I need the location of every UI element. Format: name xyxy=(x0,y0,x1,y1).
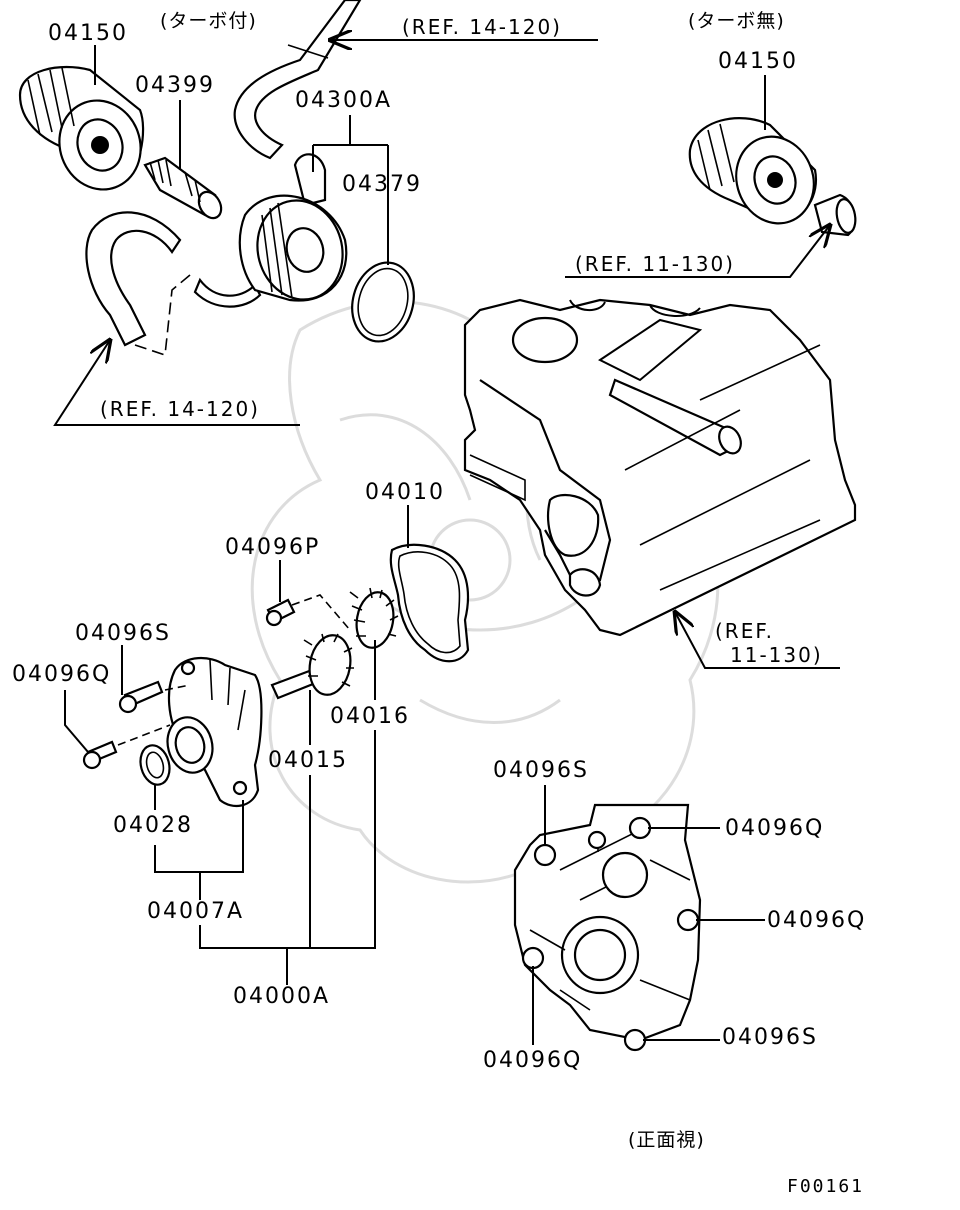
cooler-ring[interactable] xyxy=(344,256,423,349)
label-fv-04096q-top: 04096Q xyxy=(725,816,824,841)
label-04150-left: 04150 xyxy=(48,21,128,46)
label-04028: 04028 xyxy=(113,813,193,838)
label-fv-04096q-bottom: 04096Q xyxy=(483,1048,582,1073)
label-04010: 04010 xyxy=(365,480,445,505)
label-turbo-without: (ターボ無) xyxy=(688,10,785,32)
driven-gear[interactable] xyxy=(349,587,399,651)
label-ref-right: (REF. 11-130) xyxy=(575,252,735,276)
engine-block xyxy=(463,298,857,637)
label-04096q: 04096Q xyxy=(12,662,111,687)
label-fv-04096s-top: 04096S xyxy=(493,758,589,783)
label-04150-right: 04150 xyxy=(718,49,798,74)
filter-nipple-right xyxy=(813,193,857,237)
label-ref-left: (REF. 14-120) xyxy=(100,397,260,421)
label-04300a: 04300A xyxy=(295,88,392,113)
front-view-case xyxy=(513,803,702,1052)
bolt-s[interactable] xyxy=(118,680,164,714)
label-04096p: 04096P xyxy=(225,535,320,560)
leader-lines xyxy=(53,40,840,1045)
label-04016: 04016 xyxy=(330,704,410,729)
pump-gasket[interactable] xyxy=(389,543,470,663)
bolt-p[interactable] xyxy=(265,598,296,627)
label-04015: 04015 xyxy=(268,748,348,773)
label-04000a: 04000A xyxy=(233,984,330,1009)
oil-filter-left[interactable] xyxy=(18,66,153,201)
label-ref-top: (REF. 14-120) xyxy=(402,15,562,39)
figure-code: F00161 xyxy=(787,1176,864,1197)
label-ref-block-1: (REF. xyxy=(715,619,774,643)
hose-small xyxy=(293,153,327,207)
drive-gear[interactable] xyxy=(270,632,355,700)
label-04379: 04379 xyxy=(342,172,422,197)
label-turbo-with: (ターボ付) xyxy=(160,10,257,32)
oil-fitting[interactable] xyxy=(143,156,226,222)
label-fv-04096q-right: 04096Q xyxy=(767,908,866,933)
pump-case[interactable] xyxy=(162,657,263,808)
label-04399: 04399 xyxy=(135,73,215,98)
oil-seal[interactable] xyxy=(136,742,173,788)
label-front-view: (正面視) xyxy=(628,1129,705,1151)
oil-cooler[interactable] xyxy=(238,191,354,309)
hose-left xyxy=(85,211,262,356)
labels: (ターボ付) 04150 04399 04300A 04379 (REF. 14… xyxy=(12,10,866,1197)
label-ref-block-2: 11-130) xyxy=(730,643,823,667)
bolt-q[interactable] xyxy=(82,740,118,770)
label-04096s: 04096S xyxy=(75,621,171,646)
label-fv-04096s-bottom: 04096S xyxy=(722,1025,818,1050)
label-04007a: 04007A xyxy=(147,899,244,924)
oil-filter-right[interactable] xyxy=(688,117,826,234)
